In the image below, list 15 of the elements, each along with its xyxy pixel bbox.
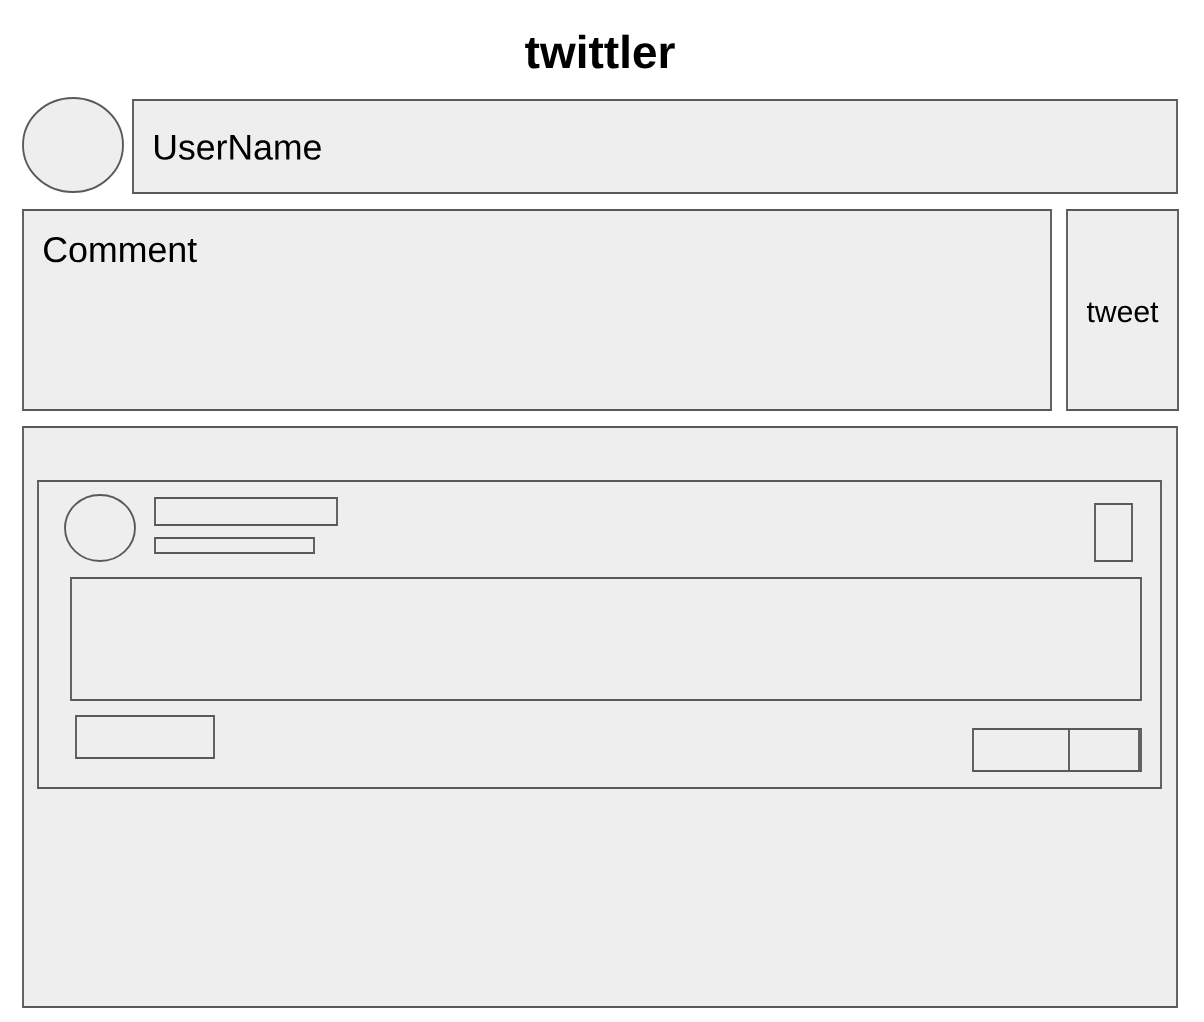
tweet-button: tweet xyxy=(1066,209,1179,411)
content-box xyxy=(70,577,1142,701)
placeholder-box xyxy=(972,728,1140,772)
placeholder-box xyxy=(1068,728,1142,772)
input-field: UserName xyxy=(132,99,1178,194)
text-area: Comment xyxy=(22,209,1052,411)
avatar-circle xyxy=(64,494,136,562)
placeholder-bar xyxy=(154,497,338,526)
tweet-card xyxy=(37,480,1162,789)
placeholder-box xyxy=(1094,503,1133,562)
title: twittler xyxy=(525,34,675,69)
placeholder-box xyxy=(75,715,215,759)
avatar-circle xyxy=(22,97,124,193)
feed-panel xyxy=(22,426,1178,1008)
placeholder-bar xyxy=(154,537,315,554)
